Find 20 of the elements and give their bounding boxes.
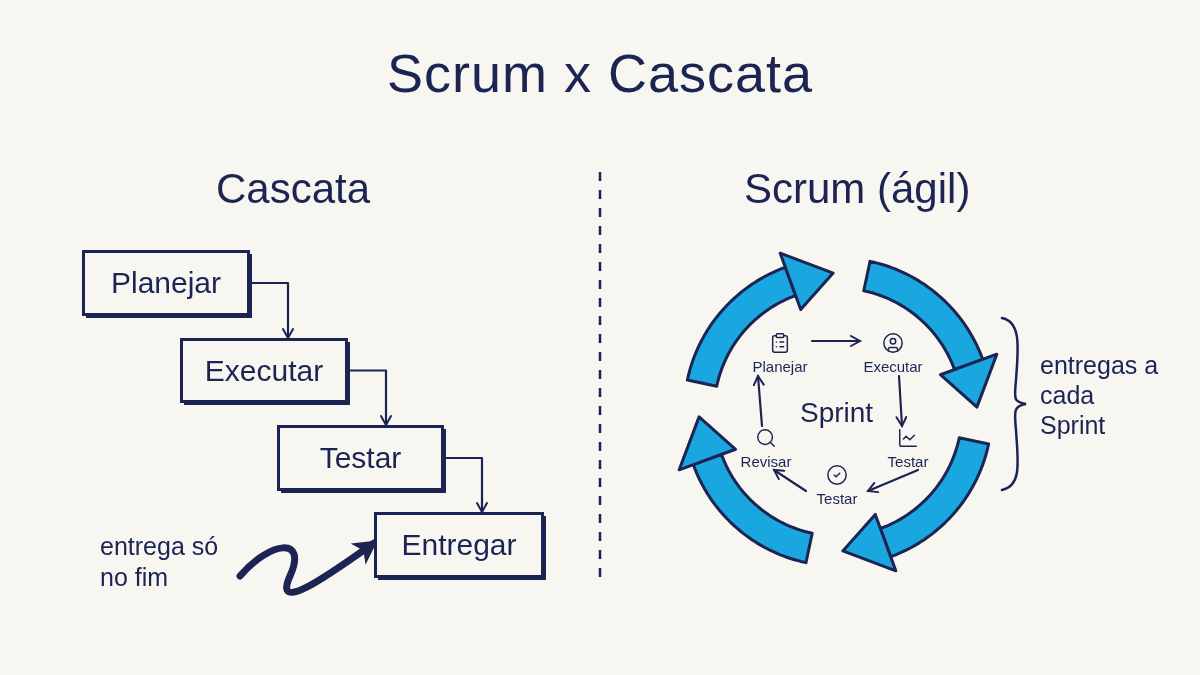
section-heading: Cascata [216, 164, 371, 214]
center-label: Sprint [800, 396, 874, 430]
title: Scrum x Cascata [386, 42, 814, 104]
step-label: Testar [816, 489, 858, 507]
step-label: Executar [863, 357, 923, 375]
process-box: Testar [277, 425, 444, 491]
arrow [810, 335, 862, 347]
arrow [866, 468, 920, 494]
note-text: entrega só no fim [100, 530, 220, 593]
arrow [895, 374, 908, 428]
annotation-text: entregas a cada Sprint [1040, 350, 1160, 440]
process-box: Planejar [82, 250, 250, 316]
step-label: Planejar [752, 357, 808, 375]
step-label: Revisar [740, 452, 792, 470]
process-box: Executar [180, 338, 348, 403]
arrow [772, 468, 808, 493]
process-box: Entregar [374, 512, 544, 578]
arrow [752, 374, 765, 428]
step-label: Testar [887, 452, 929, 470]
section-heading: Scrum (ágil) [744, 164, 971, 214]
